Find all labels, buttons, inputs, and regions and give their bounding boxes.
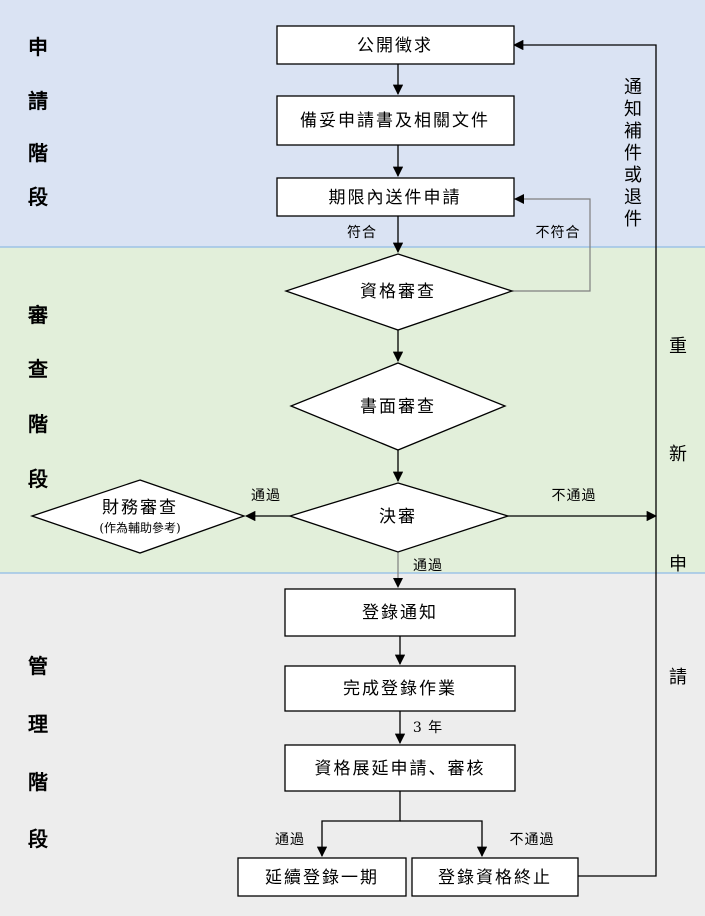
three-years-label: 3 年 bbox=[413, 720, 443, 736]
qualification-review-diamond bbox=[283, 253, 515, 331]
not-meets-label: 不符合 bbox=[536, 225, 581, 241]
manage-stage-label: 管 理 階 段 bbox=[28, 654, 48, 851]
pass-finance-label: 通過 bbox=[251, 488, 281, 504]
stage-char: 階 bbox=[28, 770, 48, 794]
side-char: 件 bbox=[624, 209, 642, 230]
stage-char: 階 bbox=[28, 412, 48, 436]
prepare-docs-label: 備妥申請書及相關文件 bbox=[300, 111, 490, 131]
public-call-box bbox=[276, 25, 515, 65]
stage-char: 理 bbox=[28, 712, 48, 736]
qualification-review-label: 資格審查 bbox=[360, 282, 436, 302]
side-char: 補 bbox=[624, 121, 642, 142]
submit-deadline-label: 期限內送件申請 bbox=[329, 188, 462, 208]
register-notice-box bbox=[284, 588, 516, 637]
pass-extension-label: 通過 bbox=[275, 832, 305, 848]
stage-char: 段 bbox=[28, 185, 48, 209]
stage-char: 審 bbox=[27, 303, 49, 327]
stage-char: 申 bbox=[28, 35, 48, 59]
side-char: 通 bbox=[624, 77, 642, 98]
stage-char: 請 bbox=[28, 89, 48, 113]
side-char: 退 bbox=[624, 187, 642, 208]
public-call-label: 公開徵求 bbox=[357, 36, 433, 56]
stage-char: 階 bbox=[28, 141, 48, 165]
extend-one-term-box bbox=[237, 857, 407, 897]
final-review-label: 決審 bbox=[379, 507, 417, 527]
complete-register-box bbox=[284, 665, 516, 712]
reapply-label: 重 新 申 請 bbox=[669, 336, 687, 688]
complete-register-label: 完成登錄作業 bbox=[343, 679, 457, 699]
side-char: 件 bbox=[624, 143, 642, 164]
apply-stage-label: 申 請 階 段 bbox=[28, 35, 48, 209]
review-stage-label: 審 查 階 段 bbox=[27, 303, 49, 491]
submit-deadline-box bbox=[276, 177, 515, 217]
pass-final-label: 通過 bbox=[413, 558, 443, 574]
terminate-register-box bbox=[411, 857, 579, 897]
extension-review-label: 資格展延申請、審核 bbox=[315, 759, 486, 779]
arrow-extension-fail bbox=[400, 820, 488, 858]
extend-one-term-label: 延續登錄一期 bbox=[265, 868, 379, 888]
terminate-register-label: 登錄資格終止 bbox=[438, 868, 552, 888]
side-char: 申 bbox=[669, 554, 687, 575]
side-char: 新 bbox=[669, 444, 687, 465]
arrow-not-meets-head bbox=[514, 194, 524, 204]
side-char: 知 bbox=[624, 99, 642, 120]
arrow-extension-pass bbox=[316, 791, 401, 858]
finance-review-diamond bbox=[29, 479, 246, 554]
extension-review-box bbox=[284, 744, 516, 792]
side-char: 請 bbox=[669, 667, 687, 688]
fail-final-label: 不通過 bbox=[552, 488, 597, 504]
arrow-not-meets-loop bbox=[512, 198, 591, 292]
stage-char: 段 bbox=[28, 467, 48, 491]
stage-char: 管 bbox=[28, 654, 48, 678]
register-notice-label: 登錄通知 bbox=[362, 603, 438, 623]
finance-review-label: 財務審查 bbox=[102, 498, 178, 518]
arrow-final-to-notice-head bbox=[393, 578, 403, 588]
stage-char: 查 bbox=[28, 357, 48, 381]
written-review-diamond bbox=[289, 362, 507, 451]
meets-label: 符合 bbox=[347, 225, 377, 241]
side-char: 重 bbox=[669, 336, 687, 357]
fail-extension-label: 不通過 bbox=[510, 832, 555, 848]
written-review-label: 書面審查 bbox=[360, 397, 436, 417]
final-review-diamond bbox=[287, 482, 511, 553]
notify-resubmit-label: 通 知 補 件 或 退 件 bbox=[624, 77, 642, 230]
stage-char: 段 bbox=[28, 827, 48, 851]
arrow-reapply-loop bbox=[512, 39, 657, 877]
finance-note-label: (作為輔助參考) bbox=[99, 520, 180, 535]
prepare-docs-box bbox=[276, 95, 515, 146]
side-char: 或 bbox=[624, 165, 642, 186]
